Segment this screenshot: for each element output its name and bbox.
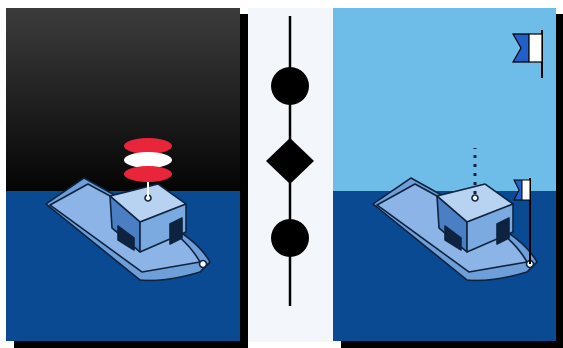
day-scene xyxy=(333,8,563,348)
diamond-shape xyxy=(266,138,314,184)
night-scene xyxy=(6,8,248,348)
alfa-flag-icon xyxy=(511,30,543,78)
day-shapes-column xyxy=(248,0,333,348)
white-light xyxy=(124,152,172,168)
boat xyxy=(45,177,211,282)
alfa-flag-on-boat xyxy=(513,178,531,264)
day-shapes xyxy=(248,8,333,342)
ball-shape-top xyxy=(271,67,309,105)
red-light-top xyxy=(124,138,172,154)
ball-shape-bottom xyxy=(271,219,309,257)
night-scene-panel xyxy=(0,0,248,348)
day-scene-panel xyxy=(333,0,563,348)
red-light-bottom xyxy=(124,166,172,182)
red-white-red-lights xyxy=(124,138,172,182)
night-sky xyxy=(6,8,240,191)
boat xyxy=(372,177,538,282)
